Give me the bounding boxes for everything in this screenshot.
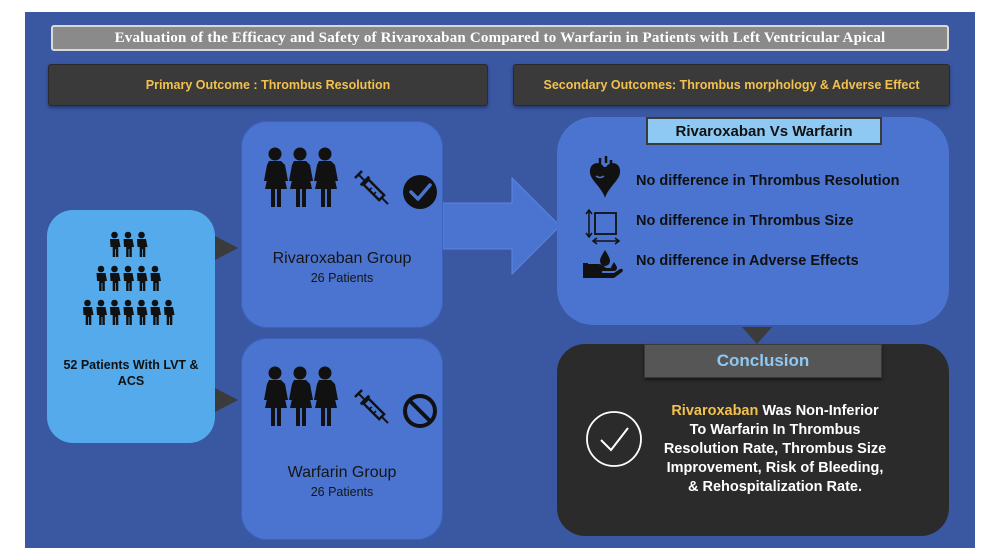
heart-icon	[589, 156, 621, 198]
person-icon	[96, 265, 107, 291]
person-icon	[83, 299, 94, 325]
comparison-card	[557, 117, 949, 325]
page-title: Evaluation of the Efficacy and Safety of…	[51, 25, 949, 51]
person-icon	[164, 299, 175, 325]
person-icon	[137, 231, 148, 257]
person-icon	[123, 299, 134, 325]
person-icon	[150, 299, 161, 325]
conclusion-header: Conclusion	[644, 344, 882, 378]
prohibited-icon	[403, 394, 437, 428]
person-icon	[110, 265, 121, 291]
conclusion-line2: To Warfarin In Thrombus	[689, 422, 861, 438]
population-label-line2: ACS	[117, 374, 145, 388]
pointer-to-conclusion	[742, 327, 772, 344]
person-icon	[110, 231, 121, 257]
finding-thrombus-resolution: No difference in Thrombus Resolution	[636, 173, 900, 189]
finding-thrombus-size: No difference in Thrombus Size	[636, 213, 854, 229]
person-icon	[150, 265, 161, 291]
pointer-to-warfarin	[215, 388, 238, 412]
resize-icon	[585, 208, 621, 245]
pointer-to-rivaroxaban	[215, 236, 238, 260]
blood-drop-hand-icon	[583, 250, 623, 278]
warfarin-group-count: 26 Patients	[310, 485, 374, 499]
person-icon	[123, 265, 134, 291]
person-icon	[110, 299, 121, 325]
rivaroxaban-group-count: 26 Patients	[310, 271, 374, 285]
finding-adverse-effects: No difference in Adverse Effects	[636, 253, 859, 269]
person-icon	[137, 299, 148, 325]
conclusion-text: Rivaroxaban Was Non-Inferior To Warfarin…	[655, 402, 895, 497]
conclusion-line1-rest: Was Non-Inferior	[758, 403, 879, 419]
person-icon	[96, 299, 107, 325]
person-icon	[123, 231, 134, 257]
rivaroxaban-group-name: Rivaroxaban Group	[272, 250, 412, 267]
check-circle-icon	[403, 175, 437, 209]
population-label: 52 Patients With LVT & ACS	[55, 357, 207, 389]
population-label-line1: 52 Patients With LVT &	[63, 358, 199, 372]
conclusion-line4: Improvement, Risk of Bleeding,	[666, 460, 884, 476]
warfarin-group-name: Warfarin Group	[287, 464, 397, 481]
conclusion-line1: Rivaroxaban Was Non-Inferior	[655, 402, 895, 421]
flow-arrow-icon	[442, 176, 561, 276]
conclusion-line3: Resolution Rate, Thrombus Size	[663, 441, 887, 457]
primary-outcome-banner: Primary Outcome : Thrombus Resolution	[48, 64, 488, 106]
comparison-header: Rivaroxaban Vs Warfarin	[646, 117, 882, 145]
person-icon	[137, 265, 148, 291]
conclusion-highlight: Rivaroxaban	[671, 403, 759, 419]
conclusion-line5: & Rehospitalization Rate.	[687, 479, 863, 495]
secondary-outcome-banner: Secondary Outcomes: Thrombus morphology …	[513, 64, 950, 106]
